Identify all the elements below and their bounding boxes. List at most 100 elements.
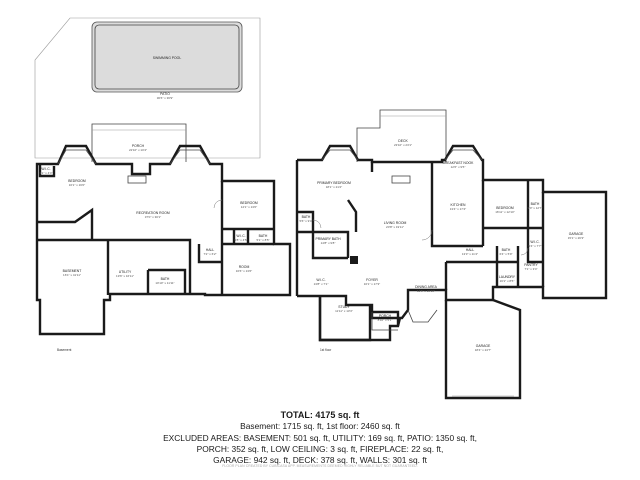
first-floor-interior-walls	[295, 160, 545, 296]
room-dim: 5'1" x 8'5"	[256, 238, 269, 242]
room-dim: 14'1" x 13'0"	[241, 205, 257, 209]
room-label: HALL	[206, 248, 215, 252]
room-label: SWIMMING POOL	[153, 56, 182, 60]
room-label: W.I.C.	[530, 240, 539, 244]
room-dim: 9'0" x 12'7"	[528, 206, 543, 210]
room-label: HALL	[466, 248, 475, 252]
basement-bay-right	[169, 149, 211, 165]
room-dim: 20'8" x 19'11"	[386, 225, 404, 229]
room-dim: 16'1" x 8'5"	[500, 279, 515, 283]
lower-garage-walls	[444, 298, 522, 400]
room-label: GARAGE	[569, 232, 584, 236]
room-label: ROOM	[239, 265, 250, 269]
room-label: PANTRY	[524, 263, 538, 267]
foyer-bay	[407, 309, 438, 323]
room-dim: 12'6" x 9'5"	[451, 165, 466, 169]
door-swing-1	[421, 229, 433, 241]
room-label: BATH	[259, 234, 268, 238]
room-dim: 23'10" x 23'1"	[394, 143, 412, 147]
room-label: PATIO	[160, 92, 170, 96]
room-dim: 6'4" x 5'9"	[499, 252, 512, 256]
room-dim: 12'6" x 15'10"	[417, 289, 435, 293]
room-label: BASEMENT	[63, 269, 82, 273]
disclaimer-footer: FLOOR PLAN CREATED BY CUBICASA APP. MEAS…	[222, 464, 418, 468]
room-dim: 16'1" x 17'3"	[364, 282, 380, 286]
floor-label-basement: Basement	[57, 348, 71, 352]
floor-label-first: 1st floor	[320, 348, 332, 352]
room-dim: 16'1" x 41'11"	[63, 273, 81, 277]
room-label: BATH	[502, 248, 511, 252]
room-dim: 13'4" x 17'4"	[450, 207, 466, 211]
door-swing-3	[213, 199, 223, 209]
room-dim: 13'3" x 11'4"	[462, 252, 478, 256]
room-dim: 19'6" x 16'11"	[116, 274, 134, 278]
porch-outline	[91, 123, 187, 162]
room-label: LIVING ROOM	[384, 221, 407, 225]
room-label: BATH	[161, 277, 170, 281]
excluded-areas-line-3: GARAGE: 942 sq. ft, DECK: 378 sq. ft, WA…	[213, 455, 427, 466]
room-dim: 16'6" x 13'6"	[236, 269, 252, 273]
room-label: PORCH	[132, 144, 145, 148]
room-dim: 5'8" x 4'5"	[234, 238, 247, 242]
first-floor-bay-left	[321, 149, 359, 161]
room-label: W.I.C.	[316, 278, 325, 282]
room-dim: 18'1" x 21'2"	[326, 185, 342, 189]
room-dim: 7'2" x 6'2"	[203, 252, 216, 256]
floor-areas: Basement: 1715 sq. ft, 1st floor: 2460 s…	[240, 421, 400, 432]
room-label: DECK	[398, 139, 408, 143]
room-label: W.I.C.	[41, 167, 50, 171]
stair-block	[350, 256, 358, 264]
basement-bay-left	[57, 149, 97, 165]
room-dim: 18'4" x 24'7"	[475, 348, 491, 352]
room-label: W.I.C.	[236, 234, 245, 238]
excluded-areas-line-1: EXCLUDED AREAS: BASEMENT: 501 sq. ft, UT…	[163, 432, 477, 443]
pool-inner-edge	[94, 24, 240, 90]
room-dim: 14'8" x 9'8"	[321, 241, 336, 245]
deck-outline	[356, 109, 447, 162]
room-labels: SWIMMING POOL PATIO 30'6" x 36'9" PORCH …	[39, 56, 584, 352]
room-label: KITCHEN	[451, 203, 466, 207]
first-floor-plan	[213, 109, 608, 400]
room-label: FOYER	[366, 278, 378, 282]
room-dim: 30'6" x 36'9"	[157, 96, 173, 100]
room-label: UTILITY	[119, 270, 132, 274]
room-dim: 7'1" x 3'4"	[524, 267, 537, 271]
room-dim: 5'4" x 7'7"	[528, 244, 541, 248]
room-label: DINING AREA	[415, 285, 438, 289]
basement-plan	[34, 17, 292, 336]
room-dim: 11'11" x 13'3"	[335, 309, 353, 313]
first-floor-fireplace	[391, 175, 411, 184]
door-swing-4	[520, 247, 529, 256]
room-label: BATH	[531, 202, 540, 206]
basement-interior-walls	[37, 165, 274, 295]
room-label: BEDROOM	[240, 201, 258, 205]
room-label: PORCH	[379, 314, 392, 318]
room-label: LAUNDRY	[499, 275, 516, 279]
room-dim: 10'10" x 11'11"	[155, 281, 174, 285]
swimming-pool	[91, 21, 243, 93]
basement-fireplace	[127, 175, 147, 184]
room-label: BATH	[302, 215, 311, 219]
total-area: TOTAL: 4175 sq. ft	[280, 410, 360, 420]
room-label: PRIMARY BEDROOM	[317, 181, 351, 185]
room-dim: 3'1" x 4'4"	[39, 171, 52, 175]
room-dim: 8'10" x 5'1"	[378, 318, 393, 322]
room-dim: 16'1" x 16'0"	[69, 183, 85, 187]
patio-outline	[34, 17, 261, 159]
room-dim: 22'10" x 10'4"	[129, 148, 147, 152]
first-floor-exterior-wall	[297, 144, 608, 342]
room-dim: 5'6" x 9'4"	[299, 219, 312, 223]
study-walls	[318, 296, 400, 342]
room-label: PRIMARY BATH	[315, 237, 341, 241]
room-label: RECREATION ROOM	[136, 211, 170, 215]
room-dim: 15'1" x 26'3"	[568, 236, 584, 240]
front-porch	[371, 312, 398, 331]
first-floor-bay-right	[444, 149, 483, 161]
room-label: GARAGE	[476, 344, 491, 348]
area-summary: TOTAL: 4175 sq. ft Basement: 1715 sq. ft…	[0, 410, 640, 466]
door-swing-2	[312, 219, 322, 229]
room-label: BREAKFAST NOOK	[443, 161, 475, 165]
room-label: STUDY	[338, 305, 350, 309]
room-label: BEDROOM	[68, 179, 86, 183]
